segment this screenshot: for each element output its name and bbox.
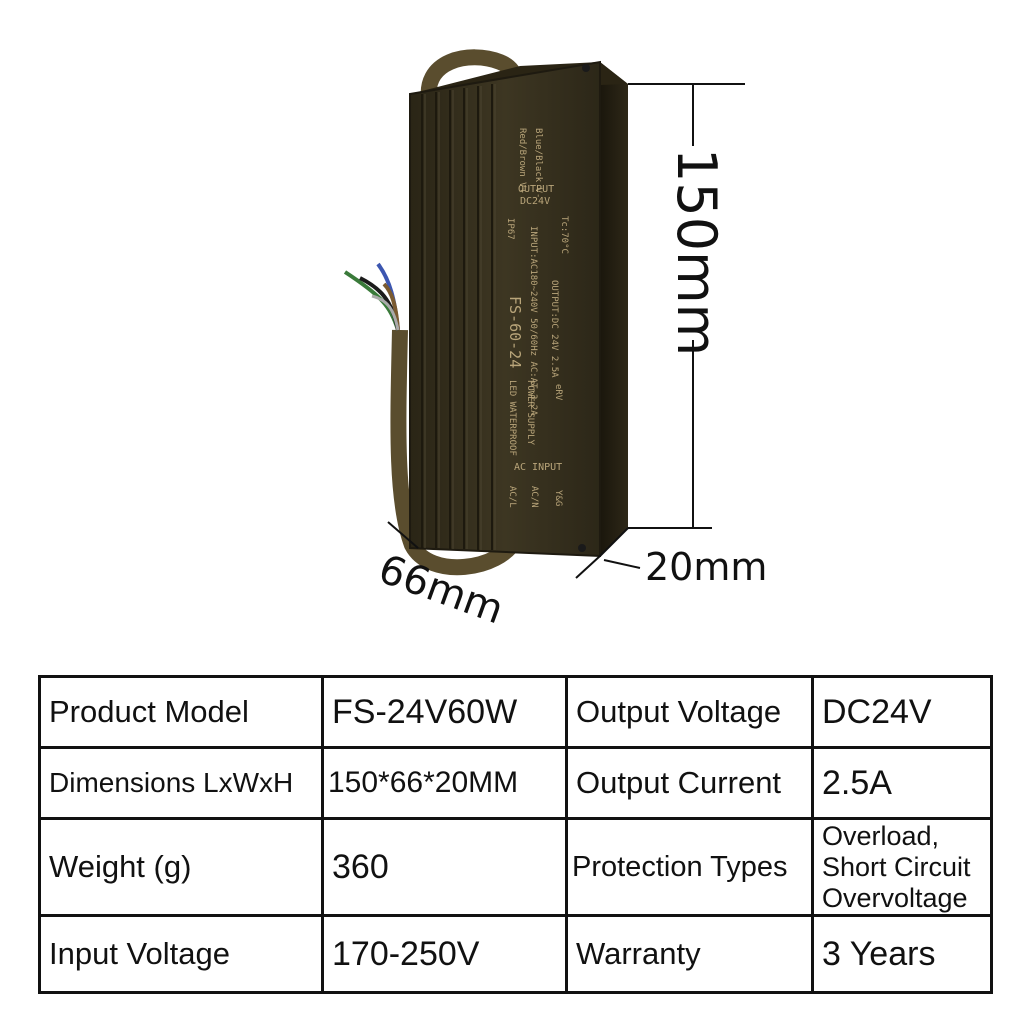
model-label: FS-60-24: [506, 296, 524, 368]
ground-label: Y&G: [553, 490, 563, 506]
housing-label: Red/Brown V+ Blue/Black V- OUTPUT DC24V …: [505, 128, 569, 508]
exposed-wires: [343, 262, 400, 331]
spec-label: Output Current: [565, 746, 814, 820]
spec-label: Product Model: [38, 675, 324, 749]
output-voltage-label: DC24V: [520, 196, 550, 207]
product-line1-label: LED WATERPROOF: [507, 380, 517, 456]
height-dimension-label: 20mm: [645, 545, 767, 589]
table-row: Dimensions LxWxH 150*66*20MM Output Curr…: [38, 746, 993, 820]
spec-label: Weight (g): [38, 817, 324, 917]
housing-side: [600, 62, 628, 556]
table-row: Product Model FS-24V60W Output Voltage D…: [38, 675, 993, 749]
input-spec-label: INPUT:AC180~240V 50/60Hz AC:AT~3.2A: [528, 226, 538, 416]
temperature-label: Tc:70°C: [559, 216, 569, 254]
output-title-label: OUTPUT: [518, 184, 554, 195]
ac-l-label: AC/L: [507, 486, 517, 508]
spec-value: Overload, Short Circuit Overvoltage: [811, 817, 993, 917]
output-wire-pos-label: Red/Brown V+: [517, 128, 527, 194]
input-title-label: AC INPUT: [514, 462, 562, 473]
spec-value: 170-250V: [321, 914, 568, 994]
heat-sink-ribs: [421, 84, 493, 550]
table-row: Input Voltage 170-250V Warranty 3 Years: [38, 914, 993, 994]
housing: [409, 60, 601, 558]
spec-table: Product Model FS-24V60W Output Voltage D…: [38, 675, 993, 994]
ip-rating-label: IP67: [505, 218, 515, 240]
spec-label: Output Voltage: [565, 675, 814, 749]
output-spec-label: OUTPUT:DC 24V 2.5A: [549, 280, 559, 378]
spec-value: 150*66*20MM: [321, 746, 568, 820]
spec-value: 3 Years: [811, 914, 993, 994]
spec-value: 2.5A: [811, 746, 993, 820]
output-wire-neg-label: Blue/Black V-: [533, 128, 543, 198]
cert-mark: eRV: [553, 384, 563, 401]
spec-value: FS-24V60W: [321, 675, 568, 749]
dimension-lines: [387, 83, 745, 579]
screw: [578, 544, 586, 552]
spec-label: Protection Types: [565, 817, 814, 917]
screw: [582, 64, 590, 72]
table-row: Weight (g) 360 Protection Types Overload…: [38, 817, 993, 917]
length-dimension-label: 150mm: [665, 148, 728, 356]
product-figure: Red/Brown V+ Blue/Black V- OUTPUT DC24V …: [343, 49, 767, 633]
spec-label: Dimensions LxWxH: [38, 746, 324, 820]
spec-value: DC24V: [811, 675, 993, 749]
ac-n-label: AC/N: [529, 486, 539, 508]
spec-label: Warranty: [565, 914, 814, 994]
spec-value: 360: [321, 817, 568, 917]
product-line2-label: POWER SUPPLY: [525, 380, 535, 446]
spec-label: Input Voltage: [38, 914, 324, 994]
